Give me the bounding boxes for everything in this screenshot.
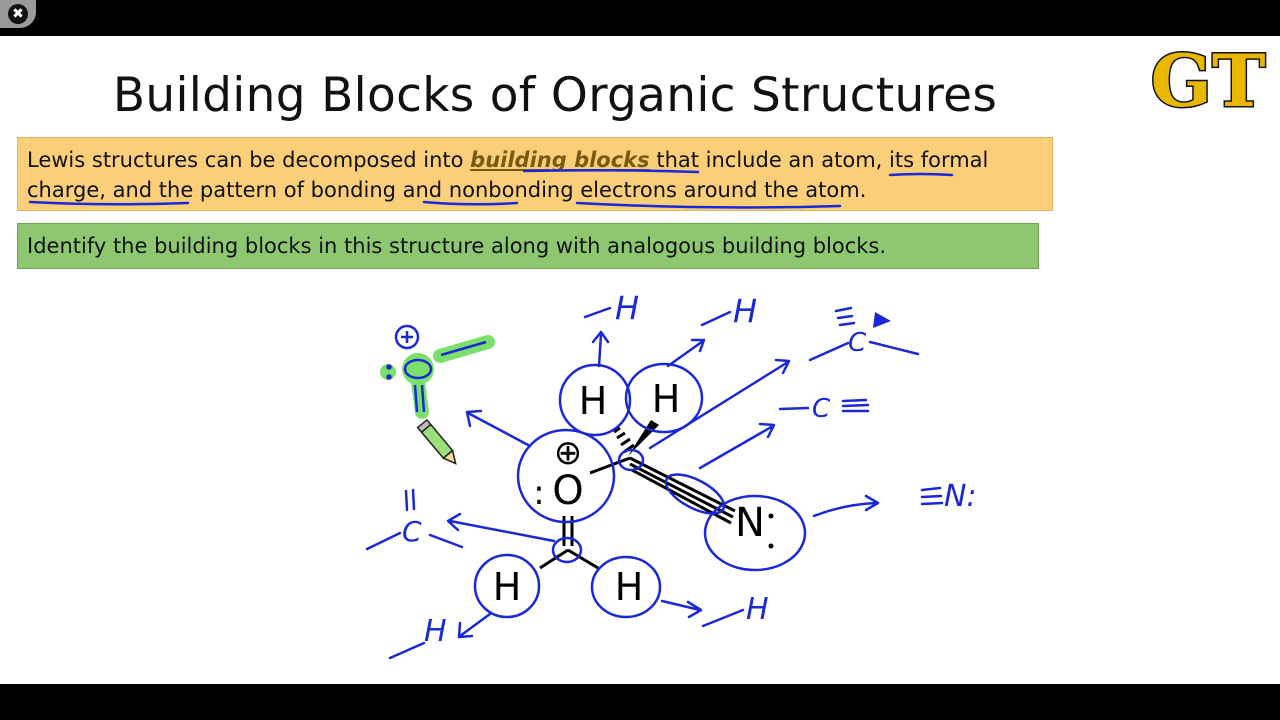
atom-h-bottom-left: H [493,565,522,609]
nitrogen-lone-pair-dot [768,543,774,549]
underline-strokes [28,168,954,209]
definition-box: Lewis structures can be decomposed into … [17,137,1053,211]
atom-h-top-right: H [652,377,681,421]
annot-h-4: H [746,592,769,627]
annot-h-3: H [424,614,447,649]
drawing-canvas: H H ⊕ : O N H H [28,168,977,660]
bottom-bar [0,684,1280,720]
green-building-block [380,324,495,419]
pencil-icon [416,418,457,465]
oxygen-charge: ⊕ [554,433,583,473]
atom-oxygen: O [552,468,583,514]
definition-emphasis: building blocks [470,148,650,172]
gt-logo: GT [1149,42,1267,118]
atom-h-top-left: H [579,379,608,423]
annotation-lone-pair-blob [873,312,891,328]
slide: Building Blocks of Organic Structures GT… [0,36,1280,684]
oxygen-lone-pair: : [533,473,544,513]
atom-circles [473,362,807,619]
top-bar: ✖ [0,0,1280,36]
close-button[interactable]: ✖ [0,0,36,28]
hash-bond [613,426,635,454]
annot-c-double: C [402,515,422,548]
annot-h-2: H [733,292,757,330]
definition-text-1: Lewis structures can be decomposed into [27,148,471,172]
annot-c-alkyne-top: C [848,328,867,358]
definition-text-2: that include an atom, its formal charge,… [27,148,989,202]
atom-h-bottom-right: H [615,565,644,609]
slide-title: Building Blocks of Organic Structures [112,68,998,123]
annotation-strokes [365,306,944,660]
atom-nitrogen: N [735,500,765,546]
task-box: Identify the building blocks in this str… [17,223,1039,269]
logo-text: GT [1150,42,1265,118]
annot-c-triple: C [812,394,831,424]
close-icon: ✖ [8,4,28,24]
nitrogen-lone-pair-dot [768,513,774,519]
arrows [446,330,880,639]
annot-n-triple: N: [944,479,977,514]
annot-h-1: H [615,289,639,327]
